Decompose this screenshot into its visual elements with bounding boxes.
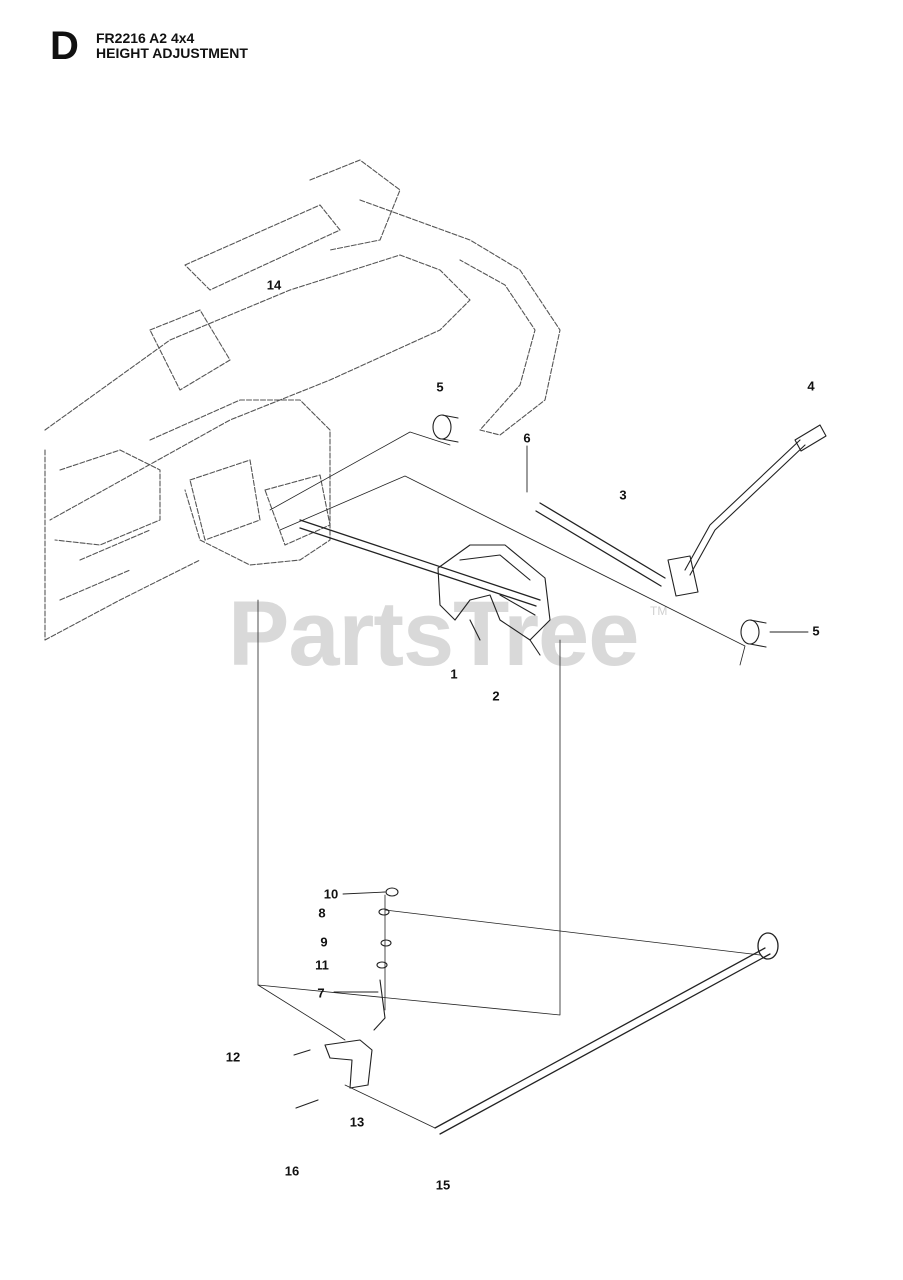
callout-5a: 5 — [436, 379, 444, 395]
linkage — [293, 887, 399, 1109]
lever — [667, 424, 827, 597]
callout-15: 15 — [435, 1177, 451, 1193]
diagram-title: HEIGHT ADJUSTMENT — [96, 45, 248, 61]
bushings — [432, 414, 767, 648]
bracket-plate — [437, 544, 551, 656]
callout-8: 8 — [318, 905, 326, 921]
callout-3: 3 — [619, 487, 627, 503]
callout-7: 7 — [317, 985, 325, 1001]
rod — [434, 932, 779, 1135]
callout-16: 16 — [284, 1163, 300, 1179]
shaft — [299, 502, 666, 607]
watermark-tm: TM — [650, 604, 668, 618]
model-title: FR2216 A2 4x4 — [96, 30, 195, 46]
callout-12: 12 — [225, 1049, 241, 1065]
callout-6: 6 — [523, 430, 531, 446]
callout-2: 2 — [492, 688, 500, 704]
frame-assembly — [44, 159, 561, 641]
guide-lines — [257, 431, 761, 1129]
callout-9: 9 — [320, 934, 328, 950]
pedal-lever — [324, 1039, 373, 1089]
callout-14: 14 — [266, 277, 282, 293]
watermark: PartsTree — [228, 583, 639, 685]
callout-10: 10 — [323, 886, 339, 902]
section-letter: D — [50, 24, 79, 68]
callout-11: 11 — [315, 957, 329, 973]
callout-4: 4 — [807, 378, 815, 394]
callout-5b: 5 — [812, 623, 820, 639]
callout-13: 13 — [349, 1114, 365, 1130]
callout-1: 1 — [450, 666, 458, 682]
leader-lines — [333, 445, 809, 993]
